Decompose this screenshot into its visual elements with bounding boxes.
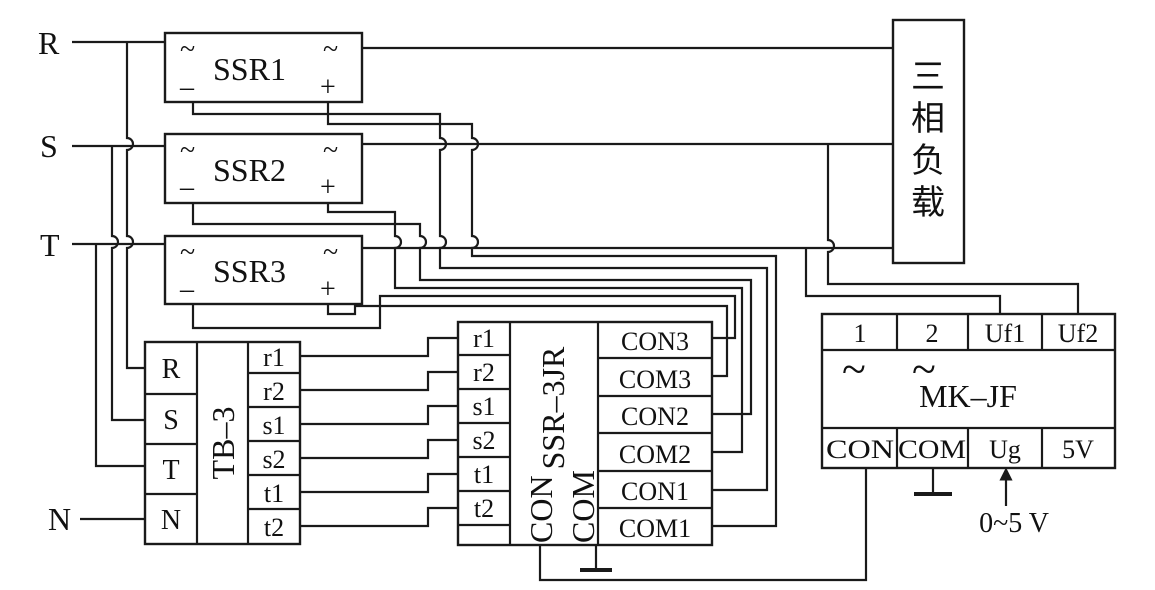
ssr3jr-terminal-r2: r2 <box>473 358 495 387</box>
ssr3jr-con-label: CON <box>523 475 559 543</box>
ssr2-relay: ~ ~ – + SSR2 <box>163 132 364 205</box>
wire-s1 <box>300 404 458 426</box>
tb3-terminal-s: S <box>163 405 179 436</box>
ssr3jr-terminal-com2: COM2 <box>619 440 691 469</box>
load-char-3: 负 <box>911 142 945 180</box>
mkjf-terminal-uf1: Uf1 <box>985 319 1025 348</box>
ssr3jr-controller: r1 r2 s1 s2 t1 t2 SSR–3JR CON COM CON3 C… <box>456 320 714 547</box>
ssr3jr-terminal-t2: t2 <box>474 494 494 523</box>
ssr3jr-terminal-t1: t1 <box>474 460 494 489</box>
tb3-terminal-block: R S T N TB–3 r1 r2 s1 s2 t1 t2 <box>143 340 302 546</box>
wire-ssr3-plus-com3 <box>326 304 729 378</box>
ssr2-plus: + <box>320 172 336 203</box>
wire-t-to-tb3 <box>94 244 145 468</box>
wire-r1 <box>300 336 458 358</box>
ssr2-ac-out: ~ <box>323 135 338 166</box>
wire-ssr1-minus-com1 <box>191 102 769 492</box>
ssr3jr-com-label: COM <box>565 470 601 543</box>
wire-t2 <box>300 506 458 528</box>
mkjf-terminal-2: 2 <box>926 319 939 348</box>
tb3-terminal-s1: s1 <box>262 411 285 440</box>
mkjf-terminal-5v: 5V <box>1062 435 1094 464</box>
ssr2-ac-in: ~ <box>180 135 195 166</box>
ssr3jr-terminal-con3: CON3 <box>621 327 689 356</box>
wire-ssr1-plus-con1 <box>326 102 778 528</box>
mkjf-module: 1 2 Uf1 Uf2 ~ ~ MK–JF CON COM Ug 5V <box>820 312 1117 470</box>
label-phase-r: R <box>38 25 60 61</box>
ssr3jr-terminal-s1: s1 <box>472 392 495 421</box>
ssr3jr-terminal-s2: s2 <box>472 426 495 455</box>
ssr1-relay: ~ ~ – + SSR1 <box>163 31 364 104</box>
wire-r2 <box>300 370 458 392</box>
wire-uf2-feedback <box>826 144 1080 314</box>
label-phase-t: T <box>40 227 60 263</box>
wire-s2 <box>300 438 458 460</box>
tb3-terminal-r1: r1 <box>263 343 285 372</box>
ssr3-ac-out: ~ <box>323 237 338 268</box>
mkjf-title: MK–JF <box>919 378 1017 414</box>
tb3-terminal-n: N <box>161 505 181 536</box>
ug-input-range-label: 0~5 V <box>979 508 1049 539</box>
load-char-1: 三 <box>911 59 945 96</box>
ssr3jr-terminal-con2: CON2 <box>621 402 689 431</box>
tb3-terminal-t: T <box>162 455 179 486</box>
mkjf-terminal-uf2: Uf2 <box>1058 319 1098 348</box>
ssr3jr-terminal-com1: COM1 <box>619 514 691 543</box>
ssr3-plus: + <box>320 274 336 305</box>
ssr3jr-terminal-com3: COM3 <box>619 365 691 394</box>
load-char-2: 相 <box>911 100 945 138</box>
tb3-terminal-s2: s2 <box>262 445 285 474</box>
load-char-4: 载 <box>911 184 945 222</box>
three-phase-load: 三 相 负 载 <box>891 18 966 265</box>
label-neutral-n: N <box>48 501 71 537</box>
wire-s-to-tb3 <box>110 146 145 422</box>
ssr2-minus: – <box>179 172 195 203</box>
ssr3-ac-in: ~ <box>180 237 195 268</box>
ssr1-ac-out: ~ <box>323 34 338 65</box>
ssr1-ac-in: ~ <box>180 34 195 65</box>
ssr3-relay: ~ ~ – + SSR3 <box>163 234 364 306</box>
ssr3jr-terminal-con1: CON1 <box>621 477 689 506</box>
tb3-terminal-t2: t2 <box>264 513 284 542</box>
wire-uf1-feedback <box>804 248 1002 314</box>
wire-con-link <box>538 468 868 582</box>
wire-ssr2-plus-com2 <box>326 203 744 454</box>
mkjf-terminal-con: CON <box>826 435 894 464</box>
wire-ssr2-minus-con2 <box>191 203 753 416</box>
mkjf-terminal-1: 1 <box>854 319 867 348</box>
mkjf-ac-symbol-2: ~ <box>912 345 936 394</box>
mkjf-ac-symbol-1: ~ <box>842 345 866 394</box>
ssr3jr-title: SSR–3JR <box>535 346 571 469</box>
ssr3-minus: – <box>179 274 195 305</box>
ssr1-label: SSR1 <box>213 51 286 87</box>
mkjf-terminal-com: COM <box>898 435 966 464</box>
ssr2-label: SSR2 <box>213 152 286 188</box>
wires <box>72 40 1080 582</box>
ssr3jr-terminal-r1: r1 <box>473 324 495 353</box>
wire-t1 <box>300 472 458 494</box>
tb3-terminal-r: R <box>162 354 181 385</box>
tb3-terminal-t1: t1 <box>264 479 284 508</box>
tb3-terminal-r2: r2 <box>263 377 285 406</box>
label-phase-s: S <box>40 128 58 164</box>
wire-ssr3-minus-con3 <box>191 294 737 340</box>
ssr1-plus: + <box>320 72 336 103</box>
wire-r-to-tb3 <box>125 42 145 370</box>
tb3-title: TB–3 <box>205 407 241 480</box>
ssr3-label: SSR3 <box>213 253 286 289</box>
mkjf-terminal-ug: Ug <box>989 435 1021 464</box>
ssr1-minus: – <box>179 72 195 103</box>
